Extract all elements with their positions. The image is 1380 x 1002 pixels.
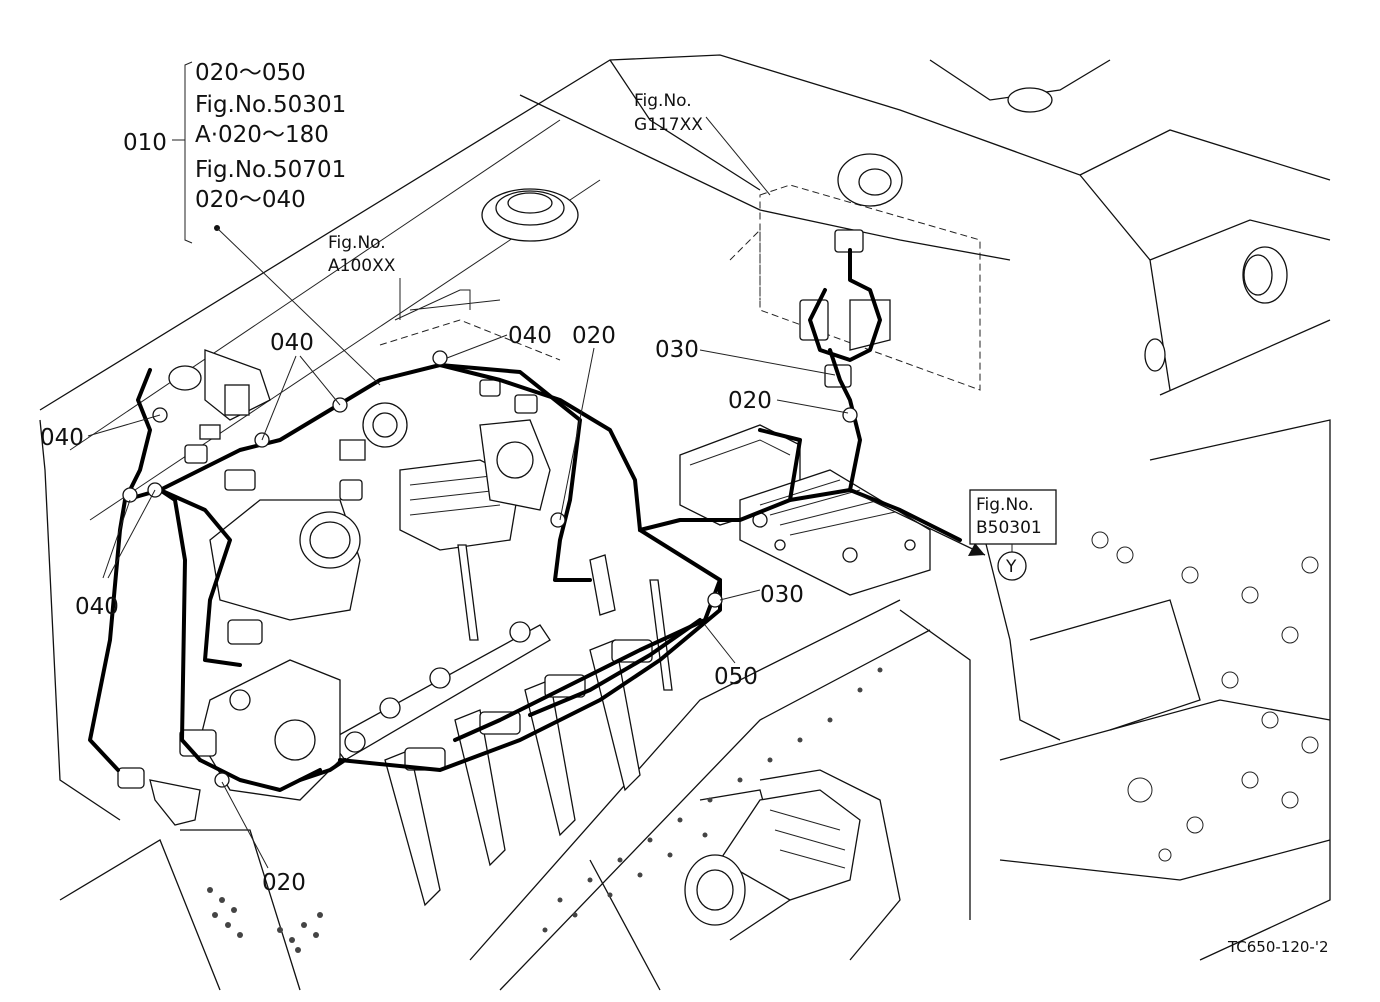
part-number-labels: 040 040 020 040 040 030 020 030 050 020	[40, 323, 804, 896]
leader-lines	[87, 61, 986, 869]
label-040-mid: 040	[508, 323, 552, 349]
egr-valve-assembly	[339, 379, 551, 551]
connector-y-label: Y	[1005, 557, 1017, 577]
ref-line-4: Fig.No.50701	[195, 157, 346, 183]
fig-b50301-prefix: Fig.No.	[976, 495, 1034, 515]
fig-ref-a100: Fig.No. A100XX	[328, 233, 396, 276]
intake-throttle-body	[209, 499, 361, 645]
fig-g117-code: G117XX	[634, 115, 703, 135]
sensors-lower-left	[117, 767, 201, 826]
label-030-upper: 030	[655, 337, 699, 363]
label-040-top: 040	[270, 330, 314, 356]
ref-line-1: 020～050	[195, 60, 306, 86]
connector-y-circle	[997, 551, 1027, 581]
oil-filler-cap	[481, 188, 579, 242]
label-040-bottom: 040	[75, 594, 119, 620]
ref-item-number: 010	[123, 130, 167, 156]
sensors-upper-right	[799, 153, 903, 388]
fig-ref-g117: Fig.No. G117XX	[634, 91, 703, 135]
label-020-mid: 020	[572, 323, 616, 349]
label-020-right: 020	[728, 388, 772, 414]
ref-line-2: Fig.No.50301	[195, 92, 346, 118]
starter-motor	[684, 789, 861, 926]
label-050: 050	[714, 664, 758, 690]
label-040-left: 040	[40, 425, 84, 451]
label-020-bottom: 020	[262, 870, 306, 896]
fig-g117-prefix: Fig.No.	[634, 91, 692, 111]
engine-body-outline	[39, 54, 1331, 991]
fig-ref-b50301: Fig.No. B50301 Y	[969, 489, 1057, 581]
roller-right	[1007, 87, 1288, 372]
label-030-lower: 030	[760, 582, 804, 608]
ref-line-5: 020～040	[195, 187, 306, 213]
ref-block-callout: 010 020～050 Fig.No.50301 A·020～180 Fig.N…	[123, 60, 346, 213]
texture-dots	[207, 667, 883, 953]
supply-pump	[179, 659, 341, 801]
reference-dashed-areas	[379, 184, 981, 391]
sensors-upper-left	[168, 349, 271, 491]
fig-a100-code: A100XX	[328, 256, 396, 276]
drawing-code: TC650-120-'2	[1227, 938, 1329, 956]
wire-harness	[88, 248, 962, 792]
fig-b50301-code: B50301	[976, 518, 1042, 538]
injectors	[384, 639, 653, 907]
fig-a100-prefix: Fig.No.	[328, 233, 386, 253]
glow-plugs	[457, 544, 673, 691]
plate-bolt-holes	[1091, 531, 1319, 862]
ref-line-3: A·020～180	[195, 122, 329, 148]
